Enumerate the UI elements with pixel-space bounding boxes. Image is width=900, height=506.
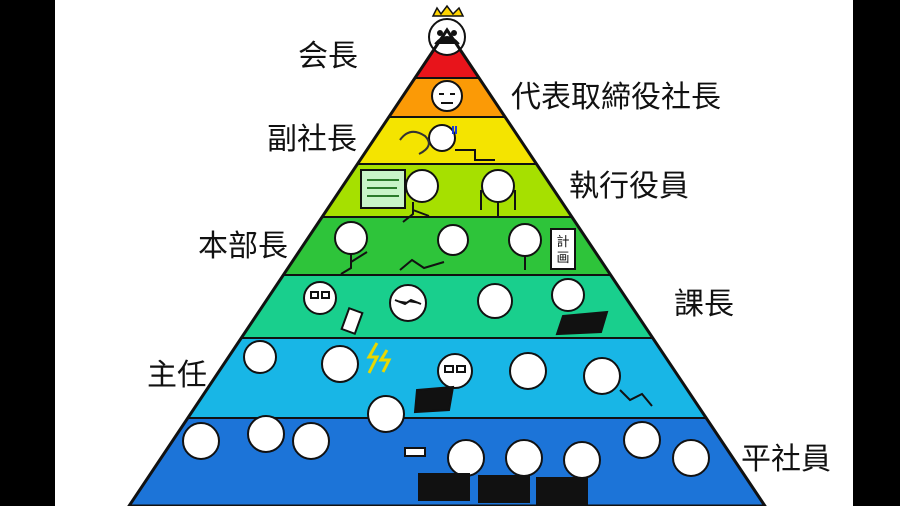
level-label-president: 代表取締役社長 [511,80,721,115]
pyramid-illustration: 計画 [55,0,853,506]
staff-figures [182,395,710,505]
level-label-chairman: 会長 [298,39,358,74]
pyramid-outline [127,27,767,506]
pyramid-graphic: 計画 [127,4,767,506]
level-label-section-manager: 課長 [674,287,734,322]
level-label-staff: 平社員 [741,442,831,477]
level-label-supervisor: 主任 [147,358,207,393]
division-manager-figures: 計画 [334,221,576,275]
supervisor-figures [243,340,653,414]
pyramid-band-3 [320,163,574,218]
section-manager-figures [303,278,609,336]
president-figure [431,80,463,112]
executives-figures [360,169,516,223]
vice-president-figure [399,124,495,161]
plan-sign-text: 計画 [556,234,569,266]
level-label-vice-president: 副社長 [267,122,357,157]
level-label-executive-officer: 執行役員 [569,169,689,204]
level-label-division-manager: 本部長 [198,229,288,264]
